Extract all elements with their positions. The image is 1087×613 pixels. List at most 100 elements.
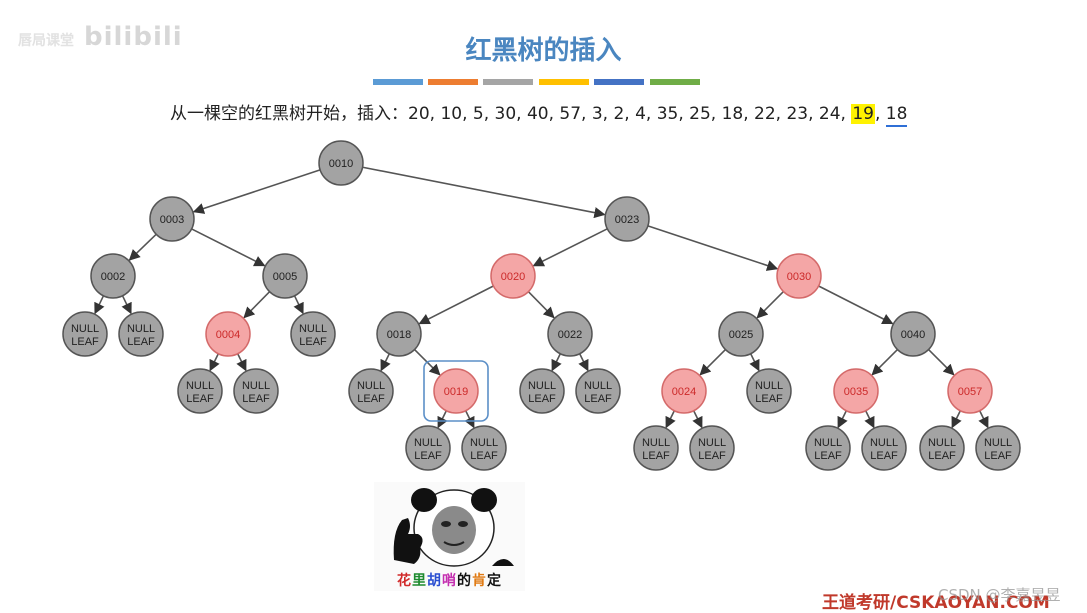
meme-caption-char: 肯: [472, 573, 487, 589]
sequence-values: 20, 10, 5, 30, 40, 57, 3, 2, 4, 35, 25, …: [408, 104, 846, 124]
leaf-label-line2: LEAF: [698, 450, 726, 462]
tree-edge: [121, 295, 132, 315]
leaf-circle: [290, 311, 336, 357]
tree-node-0002[interactable]: 0002: [90, 253, 136, 299]
csdn-watermark: CSDN @李嘉昱昱: [938, 586, 1061, 604]
node-key-label: 0023: [615, 214, 639, 226]
red-node-circle: [490, 253, 536, 299]
leaf-circle: [461, 425, 507, 471]
node-key-label: 0003: [160, 214, 184, 226]
tree-edge: [437, 410, 448, 429]
tree-node-0040[interactable]: 0040: [890, 311, 936, 357]
black-node-circle: [262, 253, 308, 299]
color-bar-segment: [483, 79, 533, 85]
tree-node-0003[interactable]: 0003: [149, 196, 195, 242]
tree-edge: [532, 228, 608, 267]
tree-node-0022[interactable]: 0022: [547, 311, 593, 357]
leaf-circle: [348, 368, 394, 414]
tree-node-0057[interactable]: 0057: [947, 368, 993, 414]
tree-node-0024[interactable]: 0024: [661, 368, 707, 414]
tree-edge: [692, 410, 703, 429]
node-key-label: 0057: [958, 386, 982, 398]
leaf-circle: [805, 425, 851, 471]
leaf-circle: [975, 425, 1021, 471]
tree-node-0010[interactable]: 0010: [318, 140, 364, 186]
leaf-label-line2: LEAF: [127, 336, 155, 348]
highlighted-value: 19: [851, 104, 875, 124]
node-key-label: 0004: [216, 329, 240, 341]
tree-edge: [551, 353, 562, 372]
leaf-circle: [689, 425, 735, 471]
tree-edge: [699, 348, 727, 376]
red-node-circle: [205, 311, 251, 357]
tree-node-0035[interactable]: 0035: [833, 368, 879, 414]
leaf-label-line2: LEAF: [299, 336, 327, 348]
tree-node-0019[interactable]: 0019: [423, 360, 489, 422]
node-key-label: 0040: [901, 329, 925, 341]
color-bar-segment: [650, 79, 700, 85]
node-key-label: 0002: [101, 271, 125, 283]
tree-node-0025[interactable]: 0025: [718, 311, 764, 357]
leaf-label-line1: NULL: [242, 380, 270, 392]
black-node-circle: [547, 311, 593, 357]
node-key-label: 0035: [844, 386, 868, 398]
tree-edge: [749, 353, 760, 372]
tree-node-0020[interactable]: 0020: [490, 253, 536, 299]
tree-edge: [818, 285, 894, 325]
red-node-circle: [433, 368, 479, 414]
tree-node-0004[interactable]: 0004: [205, 311, 251, 357]
sequence-separator: ,: [874, 104, 881, 124]
node-key-label: 0025: [729, 329, 753, 341]
leaf-label-line2: LEAF: [928, 450, 956, 462]
tree-edge: [362, 166, 606, 219]
black-node-circle: [604, 196, 650, 242]
tree-node-0018[interactable]: 0018: [376, 311, 422, 357]
tree-edge: [647, 225, 779, 271]
leaf-label-line2: LEAF: [984, 450, 1012, 462]
tree-edge: [380, 353, 391, 372]
meme-caption-char: 定: [487, 573, 502, 589]
tree-edge: [236, 353, 247, 372]
leaf-circle: [575, 368, 621, 414]
color-bar-segment: [373, 79, 423, 85]
node-key-label: 0024: [672, 386, 696, 398]
leaf-circle: [118, 311, 164, 357]
slide-title: 红黑树的插入: [465, 36, 622, 66]
color-bar-segment: [594, 79, 644, 85]
leaf-circle: [746, 368, 792, 414]
black-node-circle: [149, 196, 195, 242]
tree-node-0030[interactable]: 0030: [776, 253, 822, 299]
leaf-label-line1: NULL: [299, 323, 327, 335]
leaf-circle: [233, 368, 279, 414]
leaf-label-line2: LEAF: [528, 393, 556, 405]
leaf-label-line2: LEAF: [242, 393, 270, 405]
tree-edge: [978, 410, 989, 429]
node-key-label: 0010: [329, 158, 353, 170]
black-node-circle: [718, 311, 764, 357]
sequence-prefix: 从一棵空的红黑树开始，插入：: [170, 104, 408, 124]
leaf-label-line2: LEAF: [186, 393, 214, 405]
black-node-circle: [376, 311, 422, 357]
leaf-label-line2: LEAF: [755, 393, 783, 405]
meme-caption-char: 里: [412, 573, 427, 589]
leaf-label-line1: NULL: [414, 437, 442, 449]
leaf-circle: [519, 368, 565, 414]
tree-edge: [527, 291, 555, 319]
tree-edge: [578, 353, 589, 372]
tree-edge: [464, 410, 475, 429]
tree-node-0023[interactable]: 0023: [604, 196, 650, 242]
leaf-label-line1: NULL: [71, 323, 99, 335]
red-node-circle: [947, 368, 993, 414]
footer-brand: 王道考研/CSKAOYAN.COM: [822, 593, 1050, 613]
tree-node-0005[interactable]: 0005: [262, 253, 308, 299]
leaf-label-line1: NULL: [470, 437, 498, 449]
tree-edge: [871, 348, 899, 376]
